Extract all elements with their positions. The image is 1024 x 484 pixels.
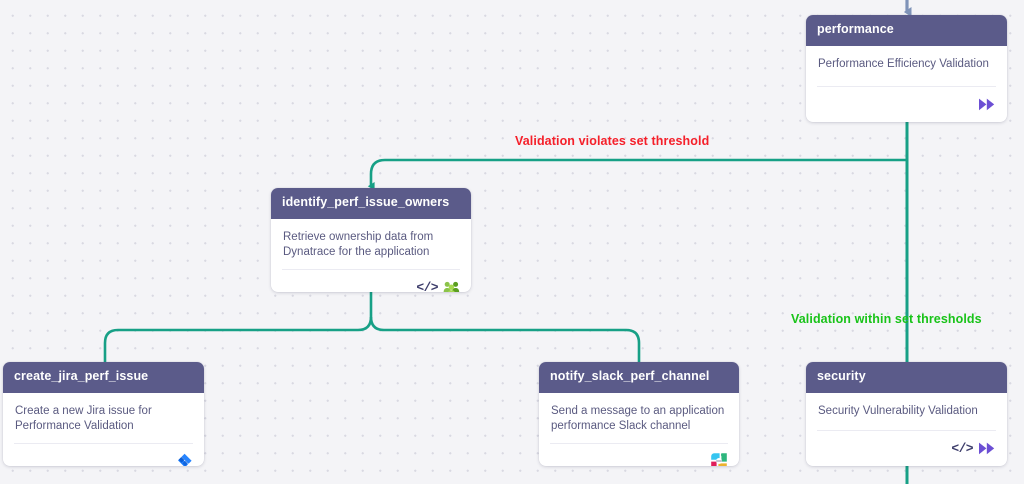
node-performance-body: Performance Efficiency Validation bbox=[806, 46, 1007, 122]
edge-identify-to-slack bbox=[369, 316, 643, 371]
edge-identify-to-jira bbox=[101, 316, 373, 371]
node-slack-title: notify_slack_perf_channel bbox=[539, 362, 739, 393]
node-security-description: Security Vulnerability Validation bbox=[818, 404, 978, 417]
node-identify-title: identify_perf_issue_owners bbox=[271, 188, 471, 219]
fast-forward-icon[interactable] bbox=[978, 97, 996, 112]
divider bbox=[817, 86, 996, 87]
divider bbox=[282, 269, 460, 271]
node-jira-title: create_jira_perf_issue bbox=[3, 362, 204, 393]
code-icon[interactable]: </> bbox=[951, 440, 973, 456]
node-jira-footer bbox=[3, 444, 204, 466]
node-create-jira-perf-issue[interactable]: create_jira_perf_issue Create a new Jira… bbox=[3, 362, 204, 466]
node-performance-description: Performance Efficiency Validation bbox=[818, 57, 989, 70]
edge-label-within: Validation within set thresholds bbox=[791, 312, 982, 326]
node-slack-body: Send a message to an application perform… bbox=[539, 393, 739, 466]
jira-icon[interactable] bbox=[176, 453, 193, 466]
node-identify-perf-issue-owners[interactable]: identify_perf_issue_owners Retrieve owne… bbox=[271, 188, 471, 292]
node-notify-slack-perf-channel[interactable]: notify_slack_perf_channel Send a message… bbox=[539, 362, 739, 466]
node-identify-description: Retrieve ownership data from Dynatrace f… bbox=[283, 230, 434, 258]
edge-performance-to-identify bbox=[367, 158, 907, 191]
node-performance-title: performance bbox=[806, 15, 1007, 46]
node-jira-body: Create a new Jira issue for Performance … bbox=[3, 393, 204, 466]
node-slack-footer bbox=[539, 444, 739, 466]
fast-forward-icon[interactable] bbox=[978, 441, 996, 456]
node-identify-body: Retrieve ownership data from Dynatrace f… bbox=[271, 219, 471, 292]
node-identify-footer: </> bbox=[271, 270, 471, 292]
divider bbox=[550, 443, 728, 445]
people-group-icon[interactable] bbox=[443, 280, 460, 292]
node-slack-description: Send a message to an application perform… bbox=[551, 404, 725, 432]
node-security[interactable]: security Security Vulnerability Validati… bbox=[806, 362, 1007, 466]
divider bbox=[817, 430, 996, 431]
edge-label-violates: Validation violates set threshold bbox=[515, 134, 710, 148]
node-jira-description: Create a new Jira issue for Performance … bbox=[15, 404, 152, 432]
divider bbox=[14, 443, 193, 445]
node-performance-footer bbox=[806, 87, 1007, 122]
node-performance[interactable]: performance Performance Efficiency Valid… bbox=[806, 15, 1007, 122]
code-icon[interactable]: </> bbox=[416, 279, 438, 292]
node-security-title: security bbox=[806, 362, 1007, 393]
slack-icon[interactable] bbox=[710, 452, 728, 466]
node-security-footer: </> bbox=[806, 431, 1007, 466]
node-security-body: Security Vulnerability Validation </> bbox=[806, 393, 1007, 466]
